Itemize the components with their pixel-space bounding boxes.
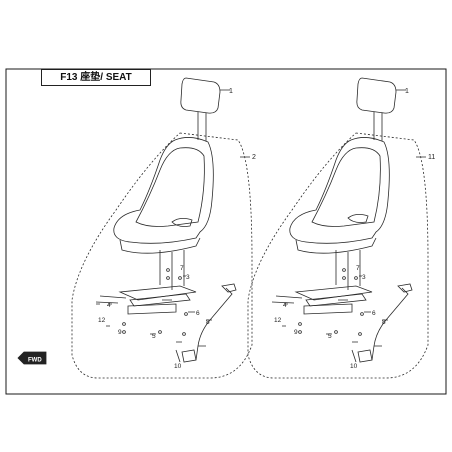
- right-seat-handle: [347, 214, 369, 223]
- right-callout-9: 9: [294, 329, 298, 336]
- right-callout-4: 4: [283, 302, 287, 309]
- right-slide-rail: [294, 285, 373, 301]
- left-seat-handle: [171, 218, 193, 227]
- left-headrest: [180, 77, 221, 114]
- left-callout-10: 10: [174, 363, 182, 370]
- right-callout-8: 8: [382, 319, 386, 326]
- left-callout-2: 2: [252, 154, 256, 161]
- right-callouts: 1 11 3 4 5 6 7 8 9 10 12: [274, 88, 435, 370]
- left-buckle: [181, 349, 197, 363]
- right-belt-strap: [371, 287, 409, 361]
- right-callout-12: 12: [274, 317, 282, 324]
- right-callout-6: 6: [372, 310, 376, 317]
- left-callout-4: 4: [107, 302, 111, 309]
- front-direction-badge: FWD: [17, 351, 47, 365]
- left-seat-assembly: [71, 77, 253, 379]
- right-buckle: [357, 349, 373, 363]
- diagram-frame: [5, 68, 447, 395]
- right-headrest: [356, 77, 397, 114]
- left-callouts: 1 2 3 4 5 6 7 8 9 10 12: [98, 88, 256, 370]
- left-seat-shell: [113, 137, 214, 244]
- right-seat-assembly: [247, 77, 429, 379]
- right-callout-11: 11: [428, 154, 435, 161]
- left-callout-3: 3: [186, 274, 190, 281]
- right-callout-5: 5: [328, 333, 332, 340]
- right-callout-1: 1: [405, 88, 409, 95]
- left-callout-5: 5: [152, 333, 156, 340]
- right-callout-7: 7: [356, 265, 360, 272]
- arrow-left-icon: [17, 351, 47, 365]
- left-group-outline: [71, 132, 253, 379]
- left-callout-1: 1: [229, 88, 233, 95]
- right-seat-shell: [289, 137, 390, 244]
- left-callout-7: 7: [180, 265, 184, 272]
- right-callout-10: 10: [350, 363, 358, 370]
- right-callout-3: 3: [362, 274, 366, 281]
- right-group-outline: [247, 132, 429, 379]
- left-callout-12: 12: [98, 317, 106, 324]
- front-direction-label: FWD: [28, 358, 42, 364]
- left-callout-8: 8: [206, 319, 210, 326]
- left-belt-strap: [195, 287, 233, 361]
- left-slide-rail: [118, 285, 197, 301]
- left-callout-6: 6: [196, 310, 200, 317]
- left-callout-9: 9: [118, 329, 122, 336]
